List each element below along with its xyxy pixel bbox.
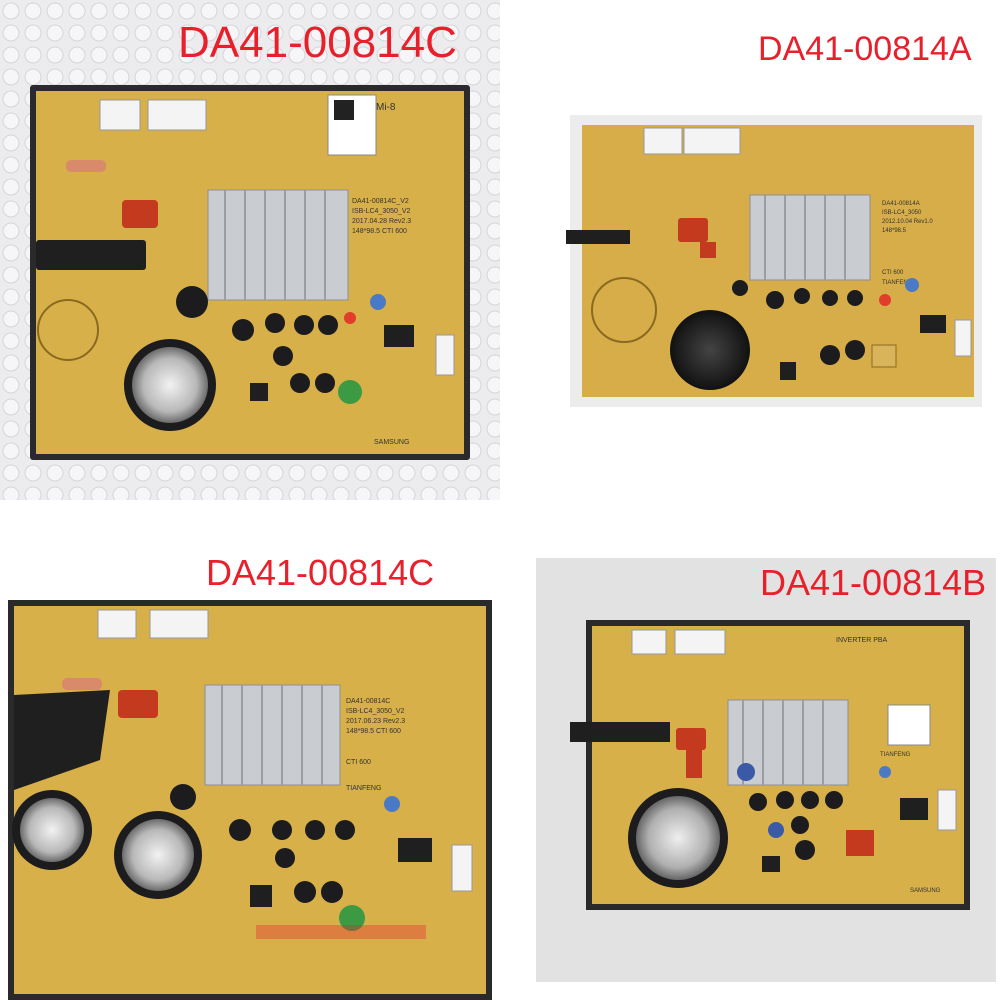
board-text: 2017.06.23 Rev2.3: [346, 718, 405, 725]
board-text: TIANFENG: [880, 752, 911, 758]
board-text: 148*98.5: [882, 228, 907, 234]
pcb-board-image: INVERTER PBA TIANFENG SAMSUNG: [500, 500, 1000, 1000]
pcb-photo-3: DA41-00814C ISB-LC4_3050_V2 2017.06.23 R…: [0, 500, 500, 1000]
board-text: DA41-00814A: [882, 201, 920, 207]
product-photo-panel-1: Mi-8 DA41-00814C_V2 ISB-LC4_3050_V2 2017…: [0, 0, 500, 500]
board-text: 148*98.5 CTI 600: [352, 228, 407, 235]
model-number-label: DA41-00814C: [206, 552, 435, 593]
board-text: CTI 600: [882, 270, 904, 276]
pcb-photo-4: INVERTER PBA TIANFENG SAMSUNG: [500, 500, 1000, 1000]
board-text: 2012.10.04 Rev1.0: [882, 219, 933, 225]
pcb-board-image: Mi-8 DA41-00814C_V2 ISB-LC4_3050_V2 2017…: [0, 0, 500, 500]
model-number-label: DA41-00814C: [178, 18, 457, 67]
product-photo-panel-3: DA41-00814C ISB-LC4_3050_V2 2017.06.23 R…: [0, 500, 500, 1000]
board-text: 148*98.5 CTI 600: [346, 728, 401, 735]
board-text: ISB-LC4_3050_V2: [346, 708, 404, 715]
pcb-photo-2: DA41-00814A ISB-LC4_3050 2012.10.04 Rev1…: [500, 0, 1000, 500]
board-text: ISB-LC4_3050_V2: [352, 208, 410, 215]
connector: [99, 99, 207, 131]
pcb-photo-1: Mi-8 DA41-00814C_V2 ISB-LC4_3050_V2 2017…: [0, 0, 500, 500]
board-text: ISB-LC4_3050: [882, 210, 922, 216]
model-number-label: DA41-00814B: [760, 562, 987, 603]
board-text: TIANFENG: [346, 785, 381, 792]
board-text: CTI 600: [346, 759, 371, 766]
board-text: DA41-00814C: [346, 698, 390, 705]
sticker-text: Mi-8: [376, 102, 396, 113]
board-text: INVERTER PBA: [836, 637, 888, 644]
board-text: SAMSUNG: [910, 888, 941, 894]
board-text: TIANFENG: [882, 280, 913, 286]
model-number-label: DA41-00814A: [758, 30, 972, 68]
board-text: 2017.04.28 Rev2.3: [352, 218, 411, 225]
board-text: DA41-00814C_V2: [352, 198, 409, 205]
pcb-board-image: DA41-00814A ISB-LC4_3050 2012.10.04 Rev1…: [500, 0, 1000, 500]
pcb-board-image: DA41-00814C ISB-LC4_3050_V2 2017.06.23 R…: [0, 500, 500, 1000]
board-text: SAMSUNG: [374, 439, 409, 446]
product-photo-panel-2: DA41-00814A ISB-LC4_3050 2012.10.04 Rev1…: [500, 0, 1000, 500]
product-photo-panel-4: INVERTER PBA TIANFENG SAMSUNG DA41-00814…: [500, 500, 1000, 1000]
